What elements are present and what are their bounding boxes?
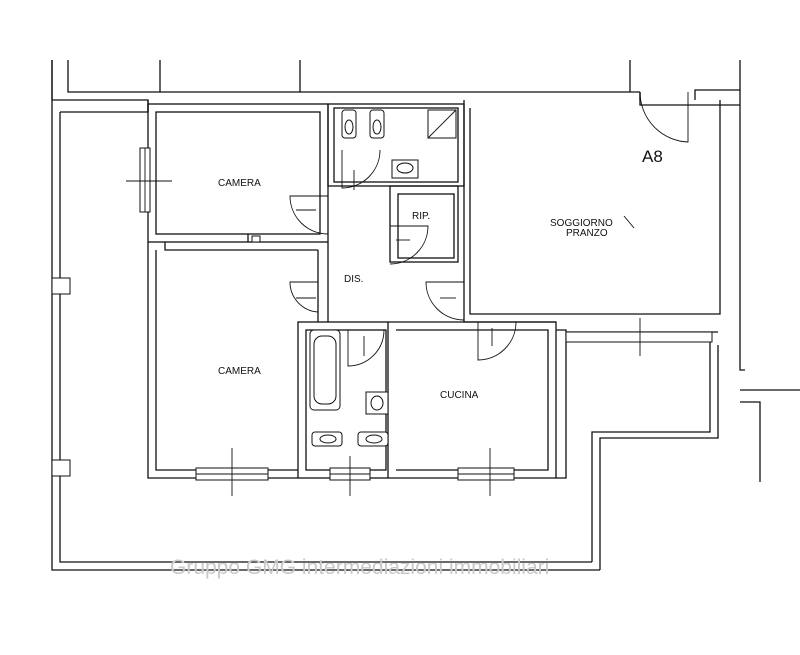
unit-label: A8 bbox=[642, 147, 663, 166]
room-label-disimpegno: DIS. bbox=[344, 274, 363, 285]
room-label-camera-bottom: CAMERA bbox=[218, 366, 261, 377]
terrace-outline bbox=[51, 60, 719, 571]
room-labels: CAMERA CAMERA SOGGIORNO PRANZO RIP. DIS.… bbox=[218, 147, 663, 401]
room-label-cucina: CUCINA bbox=[440, 390, 479, 401]
watermark-text: Gruppo GMG intermediazioni immobiliari bbox=[170, 556, 549, 579]
doors bbox=[289, 91, 689, 367]
room-label-soggiorno: SOGGIORNO bbox=[550, 218, 613, 229]
interior-walls bbox=[147, 92, 721, 479]
windows bbox=[126, 147, 713, 496]
fixtures bbox=[309, 109, 457, 447]
room-label-pranzo: PRANZO bbox=[566, 228, 608, 239]
room-label-ripostiglio: RIP. bbox=[412, 211, 430, 222]
room-label-camera-top: CAMERA bbox=[218, 178, 261, 189]
